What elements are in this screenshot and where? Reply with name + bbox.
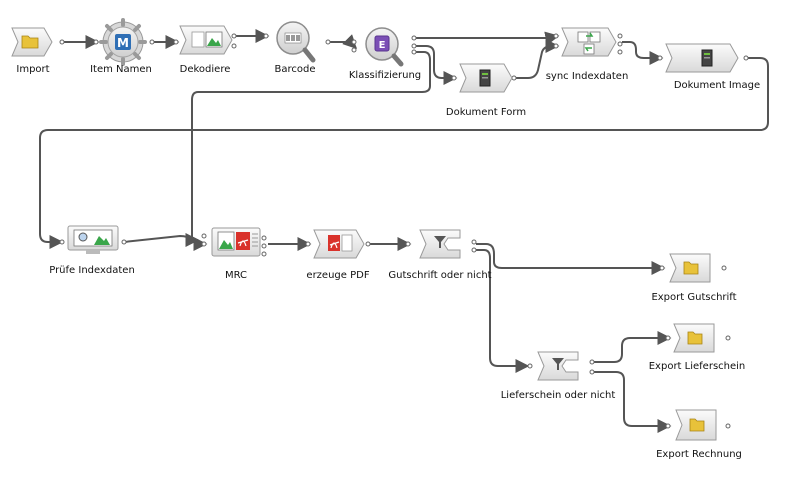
edge-barcode-klassifizierung <box>326 34 357 49</box>
node-pruefe-indexdaten[interactable] <box>67 225 119 254</box>
monitor-icon <box>67 225 119 254</box>
pdf-icon <box>328 234 353 252</box>
ports <box>59 33 749 429</box>
label-klassifizierung: Klassifizierung <box>348 70 422 81</box>
node-mrc[interactable] <box>211 227 261 257</box>
node-dokument-image[interactable] <box>665 43 739 73</box>
chevron-shape <box>561 27 617 57</box>
server-form-icon <box>479 69 491 87</box>
folder-icon <box>689 418 705 432</box>
filter-icon <box>434 236 446 248</box>
label-erzeuge-pdf: erzeuge PDF <box>306 270 370 281</box>
classify-letter: E <box>379 40 386 51</box>
edge-lieferschein-export-lieferschein <box>594 331 672 363</box>
edge-lieferschein-export-rechnung <box>594 371 672 433</box>
label-dokument-form: Dokument Form <box>445 107 527 118</box>
label-export-lieferschein: Export Lieferschein <box>648 361 746 372</box>
edge-dokument-image-pruefe <box>39 57 769 249</box>
folder-icon <box>21 35 39 49</box>
filter-icon <box>552 358 564 370</box>
node-item-namen[interactable]: M <box>99 18 147 66</box>
classify-magnifier-icon: E <box>365 27 404 67</box>
label-dokument-image: Dokument Image <box>673 80 761 91</box>
folder-icon <box>687 331 703 345</box>
edge-dokument-form-sync <box>516 39 560 79</box>
node-dekodiere[interactable] <box>179 25 233 55</box>
label-gutschrift-oder-nicht: Gutschrift oder nicht <box>388 270 492 281</box>
sync-icon <box>577 31 601 55</box>
edge-klassifizierung-sync <box>416 31 560 46</box>
gear-letter: M <box>117 36 129 50</box>
label-export-rechnung: Export Rechnung <box>656 449 742 460</box>
label-import: Import <box>16 64 50 75</box>
label-pruefe-indexdaten: Prüfe Indexdaten <box>49 265 135 276</box>
node-barcode[interactable] <box>276 21 316 63</box>
label-lieferschein-oder-nicht: Lieferschein oder nicht <box>500 390 616 401</box>
label-item-namen: Item Namen <box>90 64 152 75</box>
node-export-lieferschein[interactable] <box>673 323 715 353</box>
edge-klassifizierung-dokument-form <box>416 45 458 85</box>
edge-gutschrift-lieferschein <box>476 249 530 373</box>
node-erzeuge-pdf[interactable] <box>313 229 365 259</box>
connections <box>39 29 769 433</box>
node-export-gutschrift[interactable] <box>669 253 711 283</box>
edge-sync-dokument-image <box>622 41 664 65</box>
label-dekodiere: Dekodiere <box>179 64 231 75</box>
mrc-icon <box>211 227 261 257</box>
node-gutschrift-oder-nicht[interactable] <box>419 229 461 259</box>
edge-gutschrift-export-gutschrift <box>476 243 666 275</box>
label-export-gutschrift: Export Gutschrift <box>651 292 737 303</box>
node-import[interactable] <box>11 27 53 57</box>
server-image-icon <box>701 49 713 67</box>
barcode-magnifier-icon <box>276 21 316 63</box>
node-klassifizierung[interactable]: E <box>365 27 404 67</box>
node-export-rechnung[interactable] <box>675 409 717 441</box>
gear-icon: M <box>99 18 147 66</box>
label-barcode: Barcode <box>274 64 316 75</box>
node-sync-indexdaten[interactable] <box>561 27 617 57</box>
label-sync-indexdaten: sync Indexdaten <box>545 71 629 82</box>
folder-icon <box>683 261 699 275</box>
node-dokument-form[interactable] <box>459 63 513 93</box>
node-lieferschein-oder-nicht[interactable] <box>537 351 579 381</box>
label-mrc: MRC <box>224 270 248 281</box>
image-icon <box>191 31 223 48</box>
edge-pruefe-mrc <box>123 233 200 247</box>
